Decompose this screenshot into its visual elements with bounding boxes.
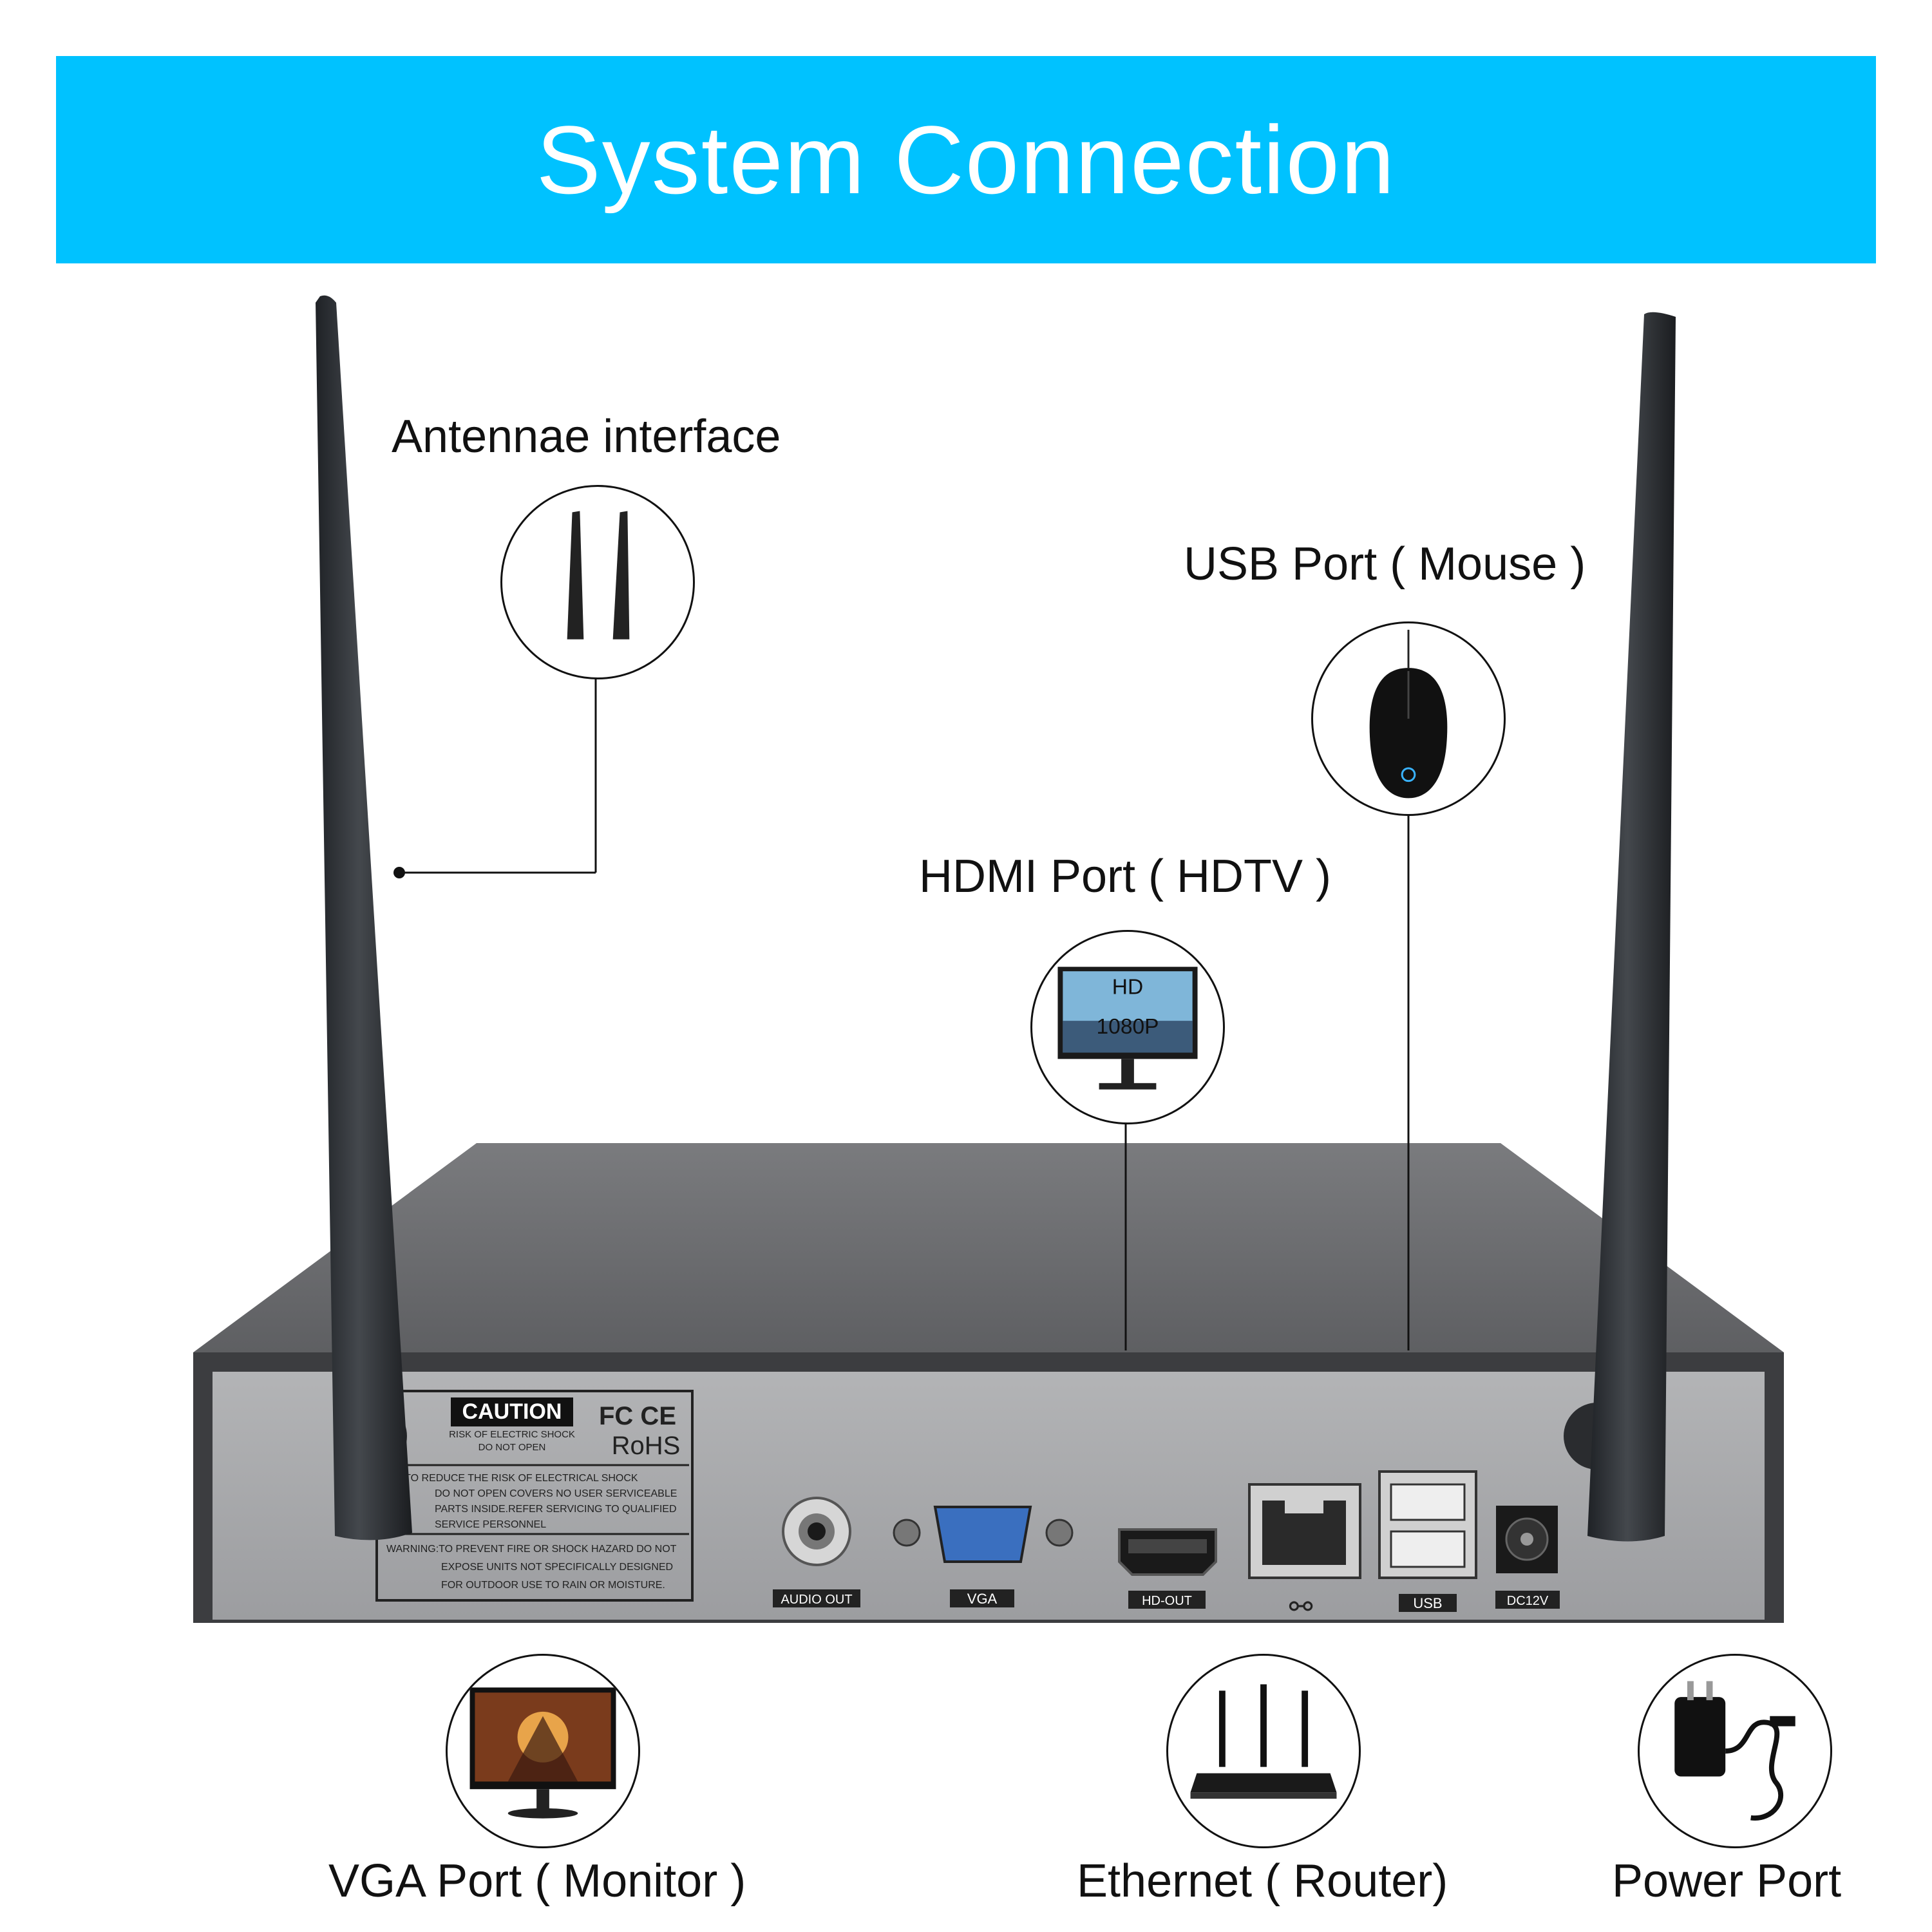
mouse-icon xyxy=(1311,621,1506,816)
cert-text-2: RoHS xyxy=(612,1432,681,1460)
resolution-text: 1080P xyxy=(1097,1015,1159,1039)
warn-text-7: FOR OUTDOOR USE TO RAIN OR MOISTURE. xyxy=(441,1580,665,1591)
vga-port: VGA xyxy=(893,1506,1074,1607)
hdmi-port-label: HD-OUT xyxy=(1142,1594,1192,1608)
page-title: System Connection xyxy=(536,105,1396,214)
hdtv-monitor-icon: HD 1080P xyxy=(1030,930,1225,1124)
callout-power: Power Port xyxy=(1612,1855,1842,1907)
warn-text-5: WARNING:TO PREVENT FIRE OR SHOCK HAZARD … xyxy=(386,1544,677,1555)
left-antenna xyxy=(316,295,412,1540)
router-icon xyxy=(1166,1654,1361,1848)
hd-text: HD xyxy=(1112,976,1143,999)
risk-text-1: RISK OF ELECTRIC SHOCK xyxy=(449,1429,575,1440)
title-banner: System Connection xyxy=(56,56,1876,263)
callout-ethernet: Ethernet ( Router) xyxy=(1077,1855,1448,1907)
audio-out-port: AUDIO OUT xyxy=(773,1497,860,1607)
power-adapter-icon xyxy=(1638,1654,1832,1848)
usb-port-label: USB xyxy=(1413,1595,1442,1611)
callout-hdmi: HDMI Port ( HDTV ) xyxy=(919,851,1331,902)
device-top-panel xyxy=(193,1143,1784,1352)
power-port: DC12V xyxy=(1495,1506,1560,1609)
callout-antennae: Antennae interface xyxy=(392,411,781,462)
warn-text-2: DO NOT OPEN COVERS NO USER SERVICEABLE xyxy=(435,1488,677,1499)
caution-label: CAUTION RISK OF ELECTRIC SHOCK DO NOT OP… xyxy=(375,1390,694,1602)
antenna-icon xyxy=(500,485,695,679)
network-icon: ⚯ xyxy=(1289,1591,1313,1624)
audio-out-label: AUDIO OUT xyxy=(781,1593,852,1607)
right-antenna xyxy=(1587,312,1676,1542)
warn-text-4: SERVICE PERSONNEL xyxy=(435,1519,546,1530)
warn-text-6: EXPOSE UNITS NOT SPECIFICALLY DESIGNED xyxy=(441,1562,673,1573)
callout-vga: VGA Port ( Monitor ) xyxy=(328,1855,746,1907)
vga-monitor-icon xyxy=(446,1654,640,1848)
hdmi-port: HD-OUT xyxy=(1118,1528,1217,1609)
antenna-pointer-dot xyxy=(393,867,405,878)
vga-port-label: VGA xyxy=(967,1591,998,1607)
callout-usb: USB Port ( Mouse ) xyxy=(1184,538,1586,590)
usb-ports: USB xyxy=(1378,1470,1477,1612)
caution-text: CAUTION xyxy=(462,1399,562,1424)
risk-text-2: DO NOT OPEN xyxy=(478,1442,546,1453)
ethernet-port: ⚯ xyxy=(1248,1483,1361,1624)
cert-text-1: FC CE xyxy=(599,1402,676,1430)
warn-text-1: ON TO REDUCE THE RISK OF ELECTRICAL SHOC… xyxy=(386,1473,638,1484)
dc-port-label: DC12V xyxy=(1507,1594,1549,1608)
warn-text-3: PARTS INSIDE.REFER SERVICING TO QUALIFIE… xyxy=(435,1504,677,1515)
